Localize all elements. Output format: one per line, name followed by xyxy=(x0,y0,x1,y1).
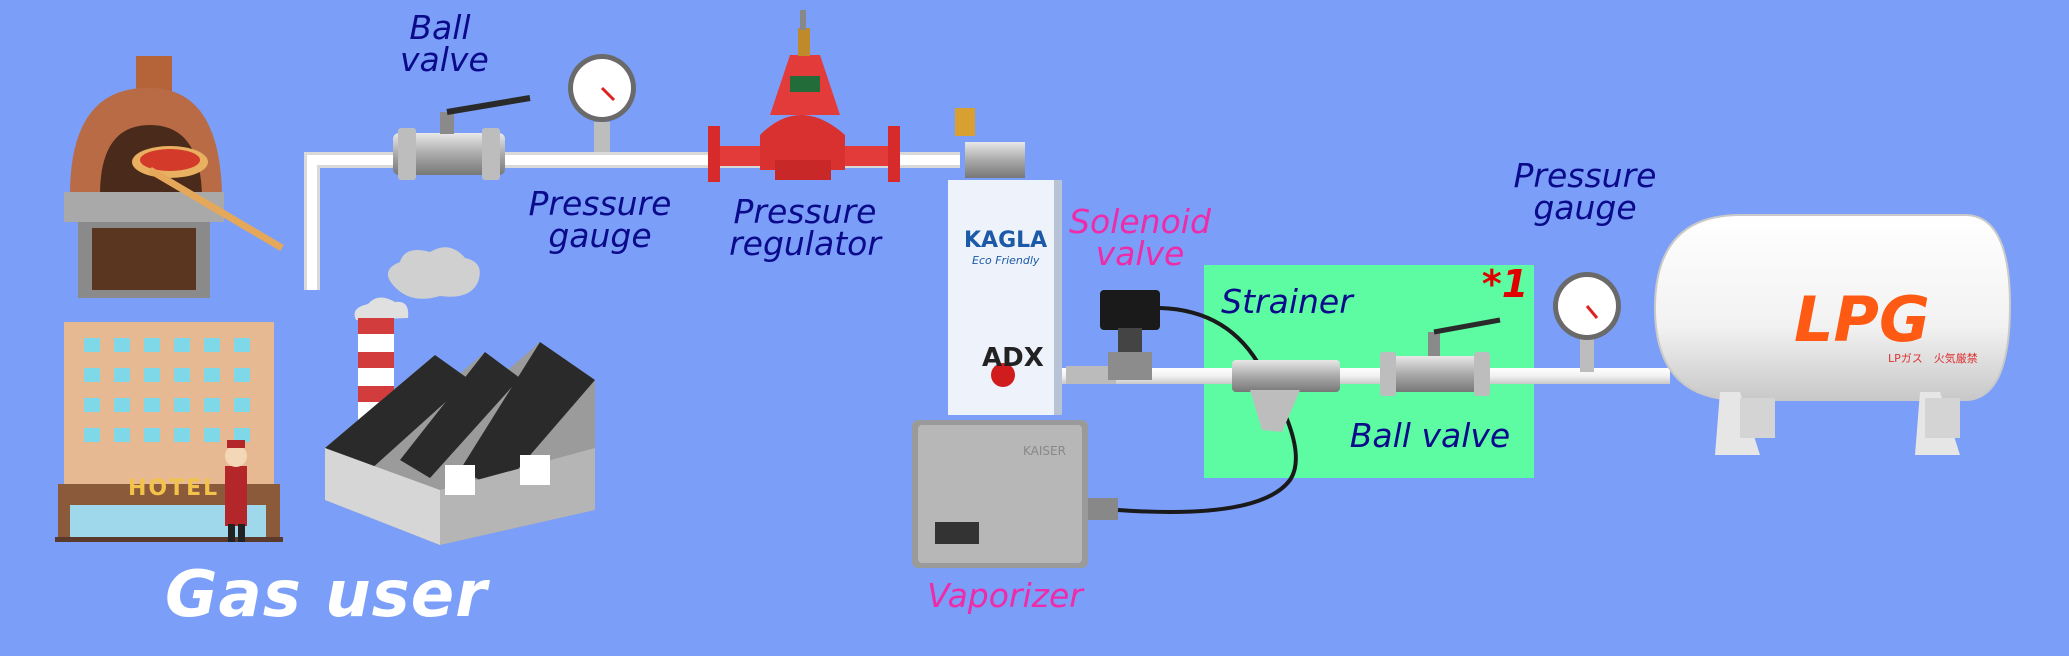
vaporizer-label: Vaporizer xyxy=(927,576,1083,615)
pressure-gauge-icon xyxy=(1553,272,1621,372)
strainer-icon xyxy=(1232,360,1340,432)
ball-valve-top-label: Ball valve xyxy=(400,8,489,79)
factory-icon xyxy=(325,247,595,545)
ball-valve-icon xyxy=(393,95,531,180)
solenoid-valve-label: Solenoid valve xyxy=(1069,202,1211,273)
gas-user-label: Gas user xyxy=(165,558,488,632)
pressure-gauge-left-label: Pressure gauge xyxy=(528,184,672,255)
vaporizer-brand: KAGLA xyxy=(964,228,1048,253)
hotel-icon xyxy=(55,322,283,542)
lpg-tank-sub-label: LPガス 火気厳禁 xyxy=(1888,352,1978,365)
note-mark-label: *1 xyxy=(1481,262,1529,306)
pressure-regulator-icon xyxy=(708,10,900,182)
pizza-oven-icon xyxy=(64,56,284,298)
pressure-gauge-icon xyxy=(568,54,636,152)
ball-valve-icon xyxy=(1380,317,1501,396)
vaporizer-model: ADX xyxy=(982,343,1044,373)
vaporizer-tagline: Eco Friendly xyxy=(972,254,1040,267)
strainer-label: Strainer xyxy=(1221,282,1353,321)
lpg-tank-label: LPG xyxy=(1794,283,1930,356)
lpg-tank-icon xyxy=(1653,214,2012,455)
solenoid-valve-icon xyxy=(1066,290,1298,514)
pressure-regulator-label: Pressure regulator xyxy=(729,192,881,263)
vaporizer-icon xyxy=(912,108,1118,568)
pressure-gauge-right-label: Pressure gauge xyxy=(1513,156,1657,227)
hotel-sign: HOTEL xyxy=(128,476,220,501)
vaporizer-maker: KAISER xyxy=(1023,444,1066,458)
ball-valve-bottom-label: Ball valve xyxy=(1349,416,1511,455)
